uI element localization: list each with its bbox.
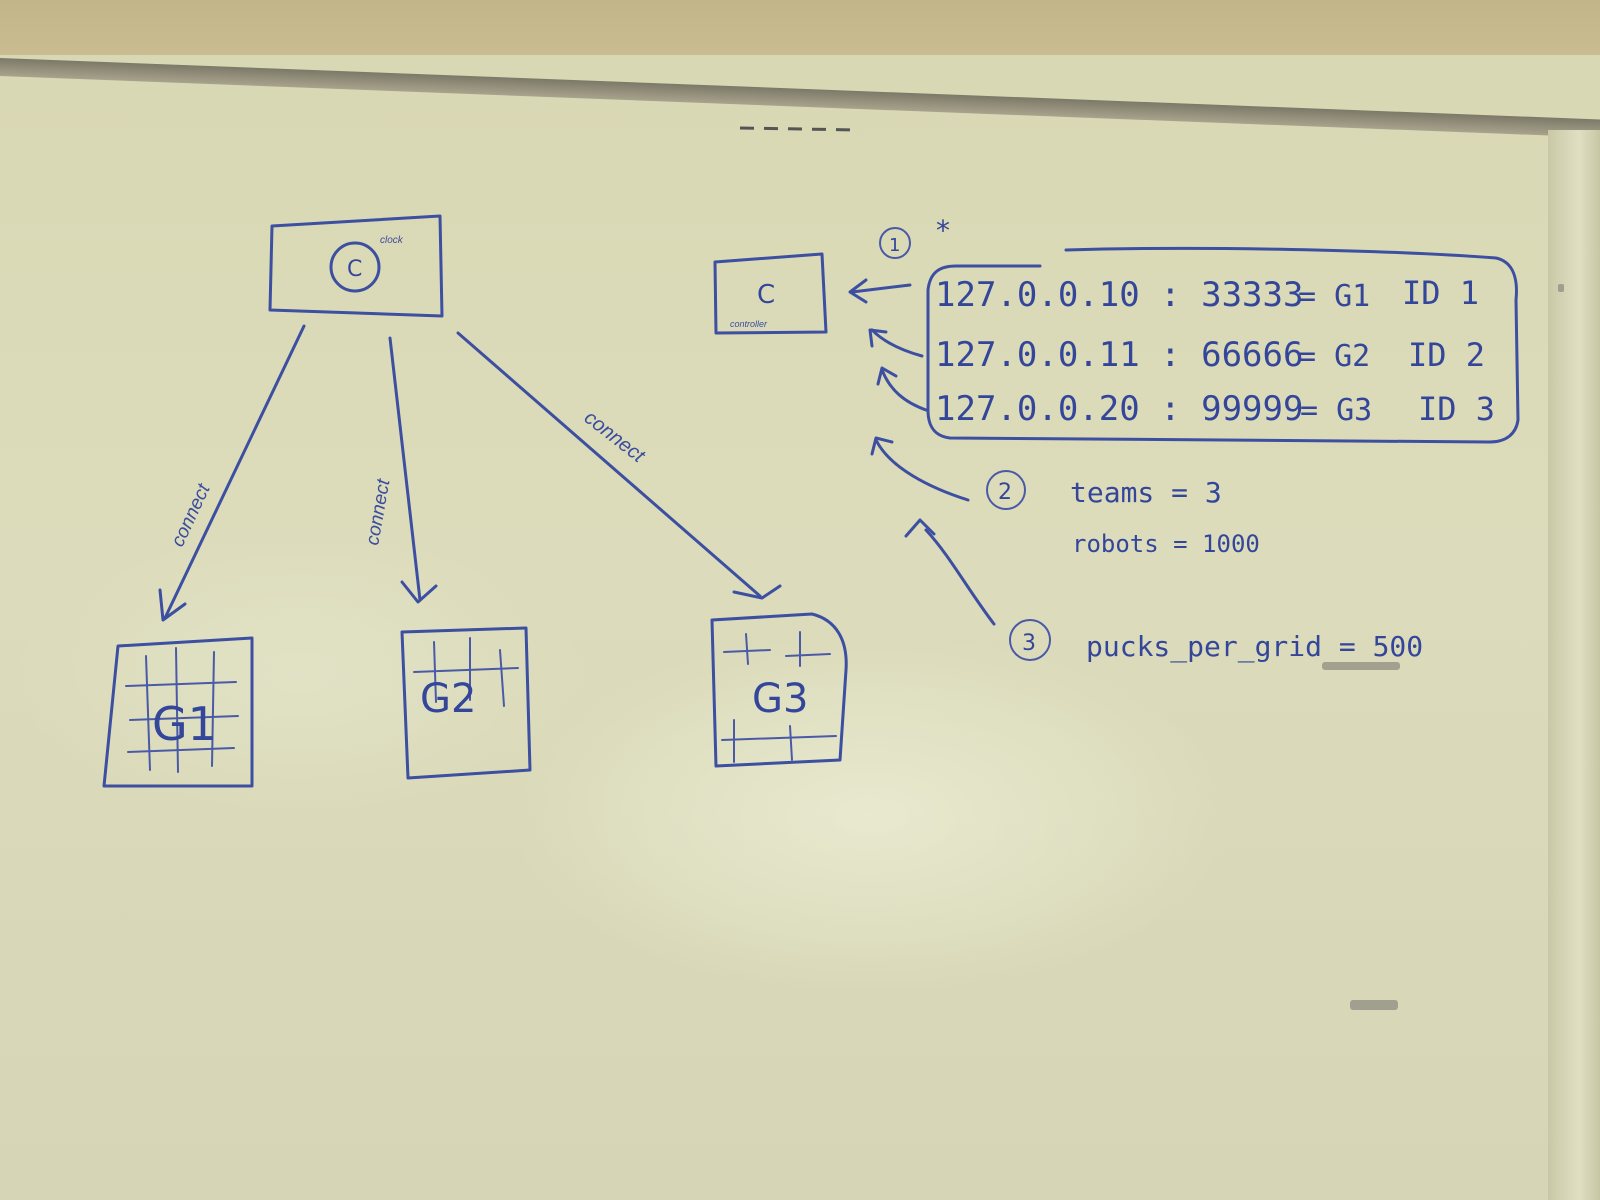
param-teams: teams = 3 bbox=[1070, 476, 1222, 509]
svg-text:connect: connect bbox=[167, 480, 214, 550]
address-row-1: 127.0.0.10 : 33333 bbox=[935, 275, 1303, 315]
connect-arrow-3: connect bbox=[456, 331, 782, 600]
step-3-number: 3 bbox=[1022, 631, 1036, 656]
step-1: 1 * bbox=[879, 214, 950, 259]
address-row-2: 127.0.0.11 : 66666 bbox=[935, 335, 1303, 375]
grid-g1-label: G1 bbox=[152, 697, 217, 751]
controller-box bbox=[713, 252, 828, 335]
controller-node: C controller bbox=[713, 252, 828, 335]
param-robots: robots = 1000 bbox=[1072, 530, 1260, 558]
grid-g3: G3 bbox=[710, 612, 848, 768]
clock-label: clock bbox=[380, 235, 404, 246]
svg-text:connect: connect bbox=[362, 477, 394, 547]
step-3: 3 pucks_per_grid = 500 bbox=[904, 518, 1423, 664]
address-row-1-id: ID 1 bbox=[1402, 274, 1479, 312]
address-row-3-grid: = G3 bbox=[1300, 393, 1372, 428]
clock-circle bbox=[329, 241, 381, 293]
star-note: * bbox=[936, 214, 950, 247]
magnet-dot bbox=[1558, 284, 1564, 292]
frame-marks bbox=[739, 126, 861, 132]
step-2: 2 teams = 3 robots = 1000 bbox=[870, 436, 1260, 558]
grid-g2-label: G2 bbox=[420, 676, 476, 722]
grid-g1: G1 bbox=[102, 636, 254, 788]
arrows-to-controller bbox=[848, 278, 928, 412]
whiteboard-right-edge bbox=[1548, 130, 1600, 1200]
grid-g2: G2 bbox=[400, 626, 532, 780]
connect-arrow-2: connect bbox=[362, 336, 438, 604]
address-row-2-id: ID 2 bbox=[1408, 336, 1485, 374]
controller-label: controller bbox=[730, 319, 768, 329]
grid-g3-label: G3 bbox=[752, 676, 808, 722]
clock-node: C clock bbox=[268, 214, 444, 318]
address-table: 127.0.0.10 : 33333 = G1 ID 1 127.0.0.11 … bbox=[926, 246, 1520, 444]
address-row-1-grid: = G1 bbox=[1298, 279, 1370, 314]
smudge-mark bbox=[1322, 662, 1400, 670]
param-pucks: pucks_per_grid = 500 bbox=[1086, 630, 1423, 664]
controller-symbol: C bbox=[757, 280, 775, 310]
svg-text:connect: connect bbox=[580, 407, 650, 468]
step-1-number: 1 bbox=[889, 235, 900, 256]
address-row-3: 127.0.0.20 : 99999 bbox=[935, 389, 1303, 429]
whiteboard-surface bbox=[0, 55, 1600, 1200]
address-row-3-id: ID 3 bbox=[1418, 390, 1495, 428]
clock-box bbox=[268, 214, 444, 318]
connect-arrow-1: connect bbox=[158, 324, 306, 622]
smudge-mark bbox=[1350, 1000, 1398, 1010]
clock-symbol: C bbox=[347, 257, 362, 282]
address-row-2-grid: = G2 bbox=[1298, 339, 1370, 374]
step-2-number: 2 bbox=[998, 480, 1012, 505]
